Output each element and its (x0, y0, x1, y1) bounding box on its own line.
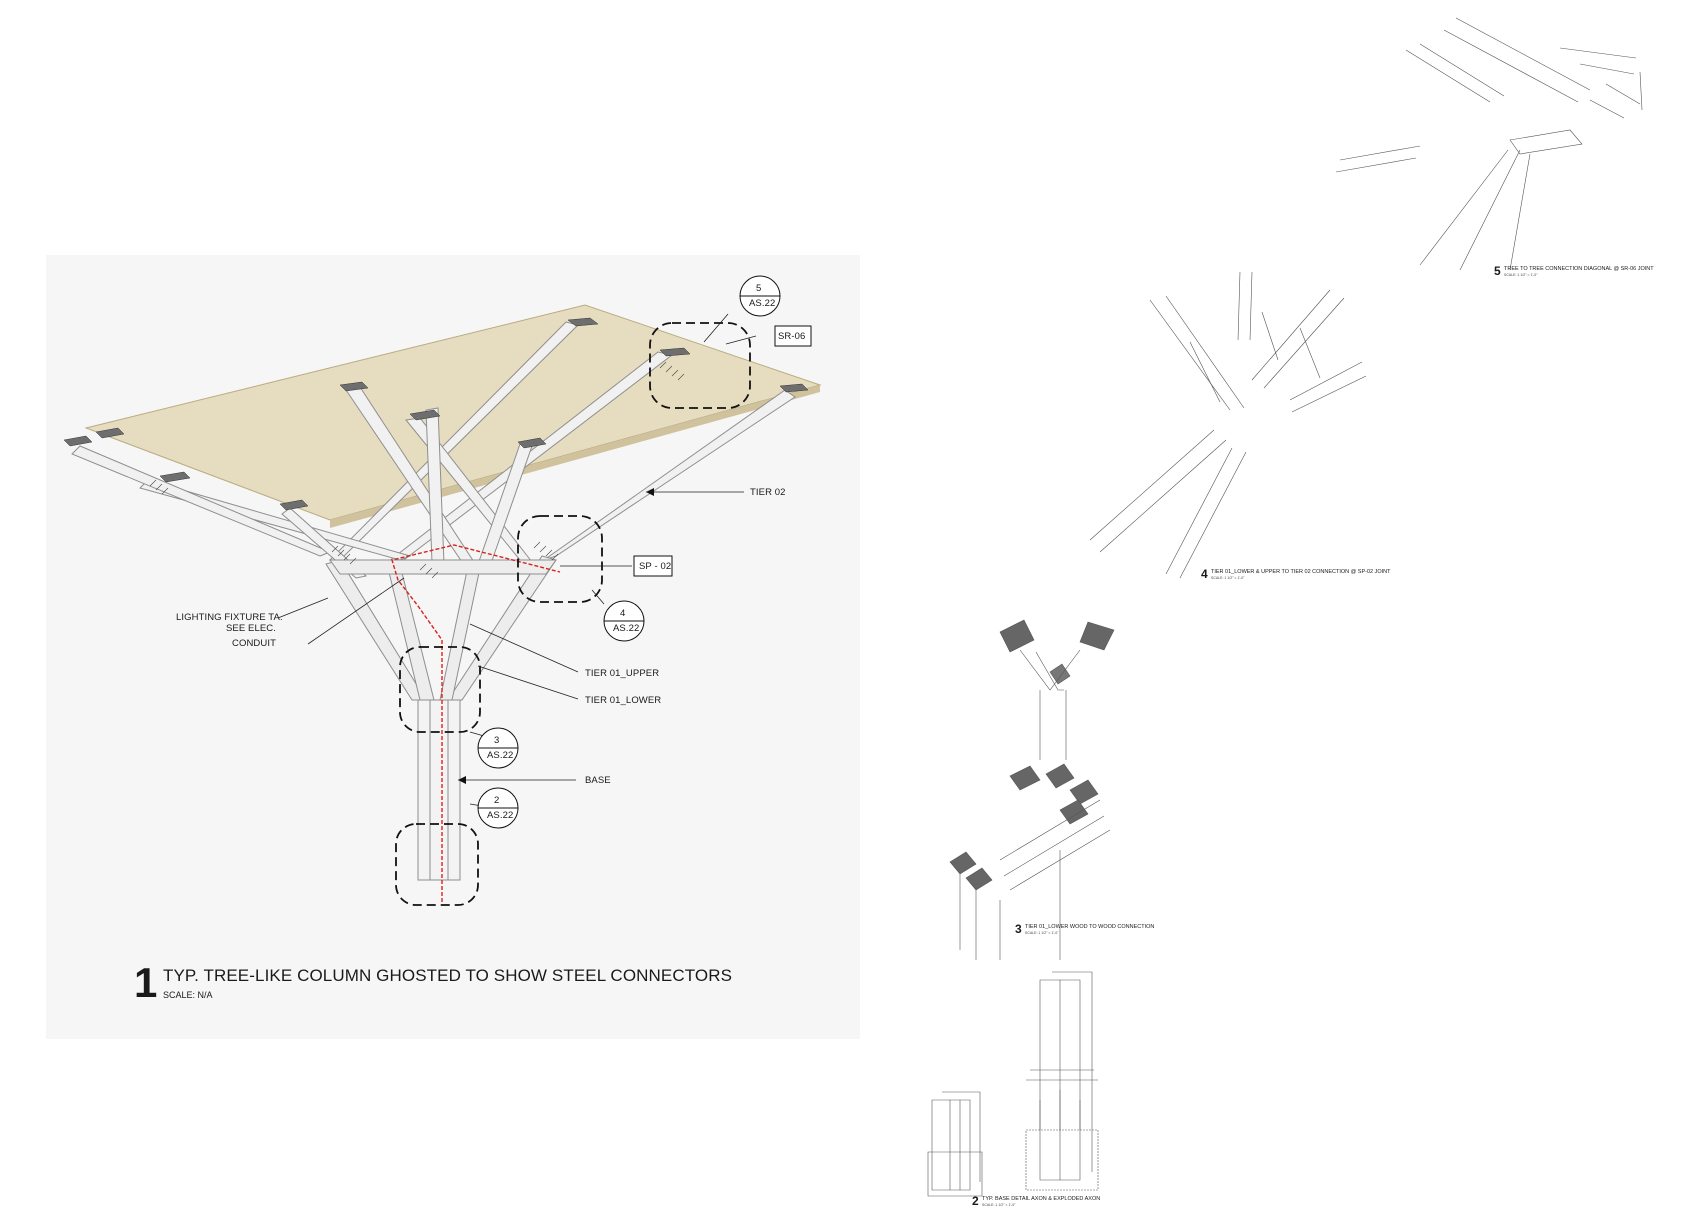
detail-2-drawing (927, 971, 1099, 1197)
tier-02-members (71, 321, 796, 579)
detail-clouds (395, 322, 751, 906)
main-detail-number: 1 (134, 959, 158, 1006)
canopy-plates (63, 317, 809, 511)
detail-4-drawing (1089, 271, 1367, 579)
detail-5-title: TREE TO TREE CONNECTION DIAGONAL @ SR-06… (1504, 266, 1654, 272)
detail-5-scale: SCALE: 1 1/2" = 1'-0" (1504, 273, 1538, 277)
callout-see-elec: SEE ELEC. (225, 623, 276, 634)
detail-2-title: TYP. BASE DETAIL AXON & EXPLODED AXON (982, 1196, 1101, 1202)
detail-4-scale: SCALE: 1 1/2" = 1'-0" (1211, 576, 1245, 580)
bubble-5-sheet: AS.22 (749, 298, 776, 309)
canopy-slab (84, 304, 822, 528)
callout-base: BASE (585, 775, 611, 786)
leader-lines (277, 313, 757, 807)
tag-sr-06: SR-06 (778, 331, 806, 342)
callout-conduit: CONDUIT (232, 638, 276, 649)
callout-arrows (458, 488, 654, 784)
callout-tier-01-lower: TIER 01_LOWER (585, 695, 662, 706)
reference-bubbles (477, 275, 781, 829)
detail-3-number: 3 (1015, 922, 1022, 936)
tag-boxes (633, 325, 812, 577)
base-column (417, 699, 461, 881)
detail-4-title: TIER 01_LOWER & UPPER TO TIER 02 CONNECT… (1211, 569, 1391, 575)
bubble-4-number: 4 (620, 608, 626, 619)
tag-sp-02: SP - 02 (639, 561, 672, 572)
bubble-5-number: 5 (756, 283, 762, 294)
steel-connectors (149, 361, 685, 579)
detail-5-drawing (1335, 17, 1643, 271)
tier-01-members (325, 555, 557, 701)
main-detail-title: TYP. TREE-LIKE COLUMN GHOSTED TO SHOW ST… (163, 966, 733, 985)
bubble-3-sheet: AS.22 (487, 750, 514, 761)
callout-tier-01-upper: TIER 01_UPPER (585, 668, 660, 679)
detail-5-number: 5 (1494, 264, 1501, 278)
detail-3-drawing (949, 619, 1115, 960)
bubble-2-sheet: AS.22 (487, 810, 514, 821)
conduit-line (391, 544, 561, 902)
detail-3-title: TIER 01_LOWER WOOD TO WOOD CONNECTION (1025, 924, 1155, 930)
callout-lighting-fixture: LIGHTING FIXTURE TA. (176, 612, 283, 623)
detail-2-scale: SCALE: 1 1/2" = 1'-0" (982, 1203, 1016, 1207)
bubble-2-number: 2 (494, 795, 500, 806)
bubble-4-sheet: AS.22 (613, 623, 640, 634)
detail-2-number: 2 (972, 1194, 979, 1208)
detail-3-scale: SCALE: 1 1/2" = 1'-0" (1025, 931, 1059, 935)
callout-tier-02: TIER 02 (750, 487, 786, 498)
bubble-3-number: 3 (494, 735, 500, 746)
detail-4-number: 4 (1201, 567, 1208, 581)
main-detail-scale: SCALE: N/A (163, 990, 213, 1000)
